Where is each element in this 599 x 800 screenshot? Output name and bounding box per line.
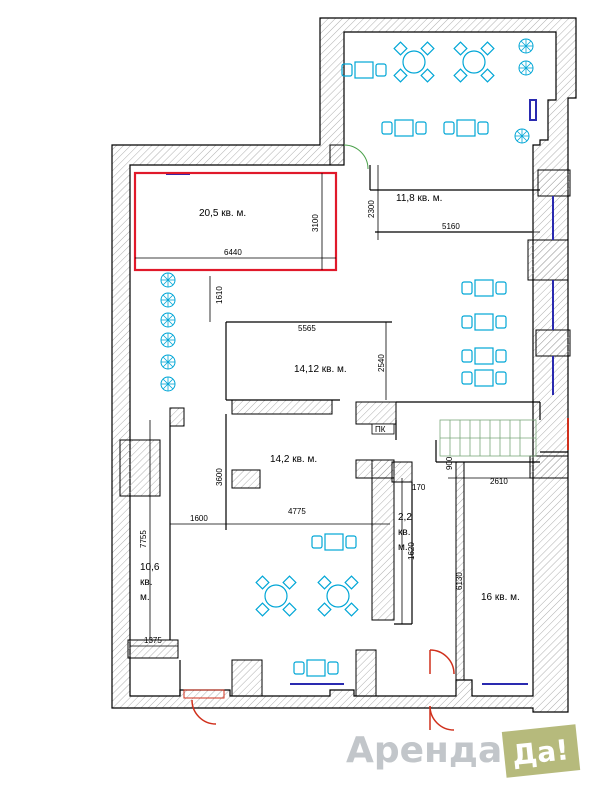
room-label-2: 11,8 кв. м. bbox=[396, 193, 442, 204]
dim-170: 170 bbox=[412, 483, 426, 492]
pk-label: ПК bbox=[375, 425, 386, 434]
dim-1375: 1375 bbox=[144, 636, 162, 645]
watermark-logo: Аренда Да! bbox=[346, 724, 581, 778]
highlight-room-frame bbox=[133, 171, 338, 272]
room-label-6-line3: м. bbox=[398, 542, 408, 553]
dim-6130: 6130 bbox=[455, 572, 464, 590]
dim-1610: 1610 bbox=[215, 286, 224, 304]
interior-walls bbox=[119, 144, 571, 697]
dim-2300: 2300 bbox=[367, 200, 376, 218]
dim-7755: 7755 bbox=[139, 530, 148, 548]
room-label-4: 14,2 кв. м. bbox=[270, 454, 317, 465]
room-label-5-line3: м. bbox=[140, 592, 150, 603]
dimension-lines bbox=[130, 165, 540, 680]
dim-3600: 3600 bbox=[215, 468, 224, 486]
room-label-5-line2: кв. bbox=[140, 577, 152, 588]
dim-2610: 2610 bbox=[490, 477, 508, 486]
dim-4775: 4775 bbox=[288, 507, 306, 516]
watermark-badge-text: Да! bbox=[511, 733, 571, 772]
dim-3100: 3100 bbox=[311, 214, 320, 232]
dim-2540: 2540 bbox=[377, 354, 386, 372]
watermark-text: Аренда bbox=[346, 730, 502, 771]
room-label-3: 14,12 кв. м. bbox=[294, 364, 347, 375]
room-label-6-line2: кв. bbox=[398, 527, 410, 538]
dim-6440: 6440 bbox=[224, 248, 242, 257]
pk-box bbox=[371, 423, 395, 435]
doors bbox=[183, 144, 569, 731]
room-label-5-line1: 10,6 bbox=[140, 562, 160, 573]
dim-5160: 5160 bbox=[442, 222, 460, 231]
dim-5565: 5565 bbox=[298, 324, 316, 333]
dim-900: 900 bbox=[445, 456, 454, 470]
dim-1620: 1620 bbox=[407, 542, 416, 560]
watermark-badge bbox=[501, 724, 581, 778]
dim-1600: 1600 bbox=[190, 514, 208, 523]
room-label-6-line1: 2,2 bbox=[398, 512, 412, 523]
room-label-7: 16 кв. м. bbox=[481, 592, 520, 603]
room-label-1: 20,5 кв. м. bbox=[199, 208, 246, 219]
windows bbox=[166, 99, 554, 685]
staircase bbox=[439, 419, 537, 457]
